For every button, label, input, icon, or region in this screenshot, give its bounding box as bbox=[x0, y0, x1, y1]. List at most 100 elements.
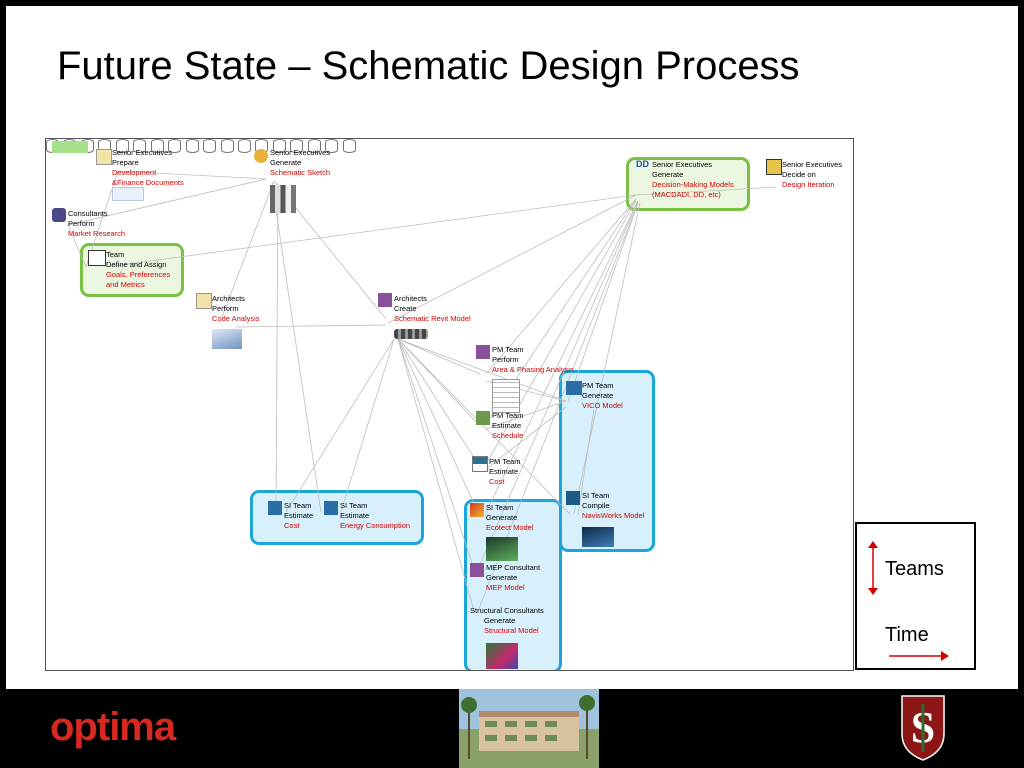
building-photo bbox=[459, 689, 599, 768]
optima-logo: optima bbox=[50, 705, 176, 749]
node-object: Energy Consumption bbox=[340, 521, 411, 530]
node-si-cost: SI Team Estimate Cost bbox=[284, 501, 313, 531]
node-verb: Compile bbox=[582, 501, 610, 510]
node-verb: Estimate bbox=[489, 467, 519, 476]
node-arch-code: Architects Perform Code Analysis bbox=[212, 294, 260, 324]
node-object: Ecotect Model bbox=[486, 523, 534, 532]
node-role: SI Team bbox=[582, 491, 610, 500]
node-structural: Structural Consultants Generate Structur… bbox=[470, 606, 544, 636]
node-role: Senior Executives bbox=[652, 160, 713, 169]
node-object: Goals, Preferences bbox=[106, 270, 171, 279]
node-verb: Generate bbox=[484, 616, 516, 625]
database-icon bbox=[290, 139, 304, 153]
node-role: Consultants bbox=[68, 209, 108, 218]
node-consultants: Consultants Perform Market Research bbox=[68, 209, 125, 239]
node-object: Cost bbox=[284, 521, 300, 530]
node-verb: Perform bbox=[212, 304, 239, 313]
decision-icon bbox=[766, 159, 782, 175]
node-object: NavisWorks Model bbox=[582, 511, 645, 520]
node-role: SI Team bbox=[284, 501, 312, 510]
node-verb: Prepare bbox=[112, 158, 139, 167]
node-pm-vico: PM Team Generate VICO Model bbox=[582, 381, 623, 411]
navisworks-icon bbox=[566, 491, 580, 505]
node-si-compile: SI Team Compile NavisWorks Model bbox=[582, 491, 644, 521]
node-verb: Perform bbox=[68, 219, 95, 228]
database-icon bbox=[220, 139, 234, 153]
process-diagram: Senior Executives Prepare Development &F… bbox=[45, 138, 854, 671]
group-si-estimates bbox=[250, 490, 424, 545]
code-analysis-thumbnail bbox=[212, 329, 242, 349]
node-role: Senior Executives bbox=[270, 148, 331, 157]
link-lines bbox=[67, 170, 777, 612]
node-role: Architects bbox=[212, 294, 245, 303]
database-icon bbox=[168, 139, 182, 153]
node-mep: MEP Consultant Generate MEP Model bbox=[486, 563, 540, 593]
node-si-energy: SI Team Estimate Energy Consumption bbox=[340, 501, 410, 531]
document-icon bbox=[196, 293, 212, 309]
node-role: Senior Executives bbox=[782, 160, 843, 169]
node-object: Market Research bbox=[68, 229, 126, 238]
sketch-icon bbox=[254, 149, 268, 163]
structural-thumbnail bbox=[486, 643, 518, 669]
cost-icon bbox=[472, 456, 488, 472]
node-se-decide: Senior Executives Decide on Design Itera… bbox=[782, 160, 842, 190]
teams-arrow-icon bbox=[868, 541, 878, 595]
schedule-icon bbox=[476, 411, 490, 425]
node-se-decision: Senior Executives Generate Decision-Maki… bbox=[652, 160, 734, 200]
node-object: Development bbox=[112, 168, 157, 177]
time-arrow-icon bbox=[889, 651, 949, 661]
node-verb: Generate bbox=[486, 513, 518, 522]
ecotect-thumbnail bbox=[486, 537, 518, 561]
database-icon bbox=[115, 139, 129, 153]
node-object: Schedule bbox=[492, 431, 524, 440]
node-role: Team bbox=[106, 250, 125, 259]
node-role: SI Team bbox=[486, 503, 514, 512]
database-icon bbox=[307, 139, 321, 153]
revit-icon bbox=[378, 293, 392, 307]
node-role: MEP Consultant bbox=[486, 563, 541, 572]
legend: Teams Time bbox=[855, 522, 976, 670]
database-icon bbox=[325, 139, 339, 153]
floorplan-thumbnail bbox=[492, 379, 520, 413]
node-verb: Create bbox=[394, 304, 417, 313]
node-verb: Generate bbox=[270, 158, 302, 167]
node-role: PM Team bbox=[489, 457, 521, 466]
node-verb: Perform bbox=[492, 355, 519, 364]
dd-badge-icon: DD bbox=[636, 159, 652, 173]
group-pm-vico bbox=[559, 370, 655, 552]
node-verb: Generate bbox=[652, 170, 684, 179]
database-icon bbox=[203, 139, 217, 153]
node-verb: Estimate bbox=[284, 511, 314, 520]
matrix-icon bbox=[88, 250, 106, 266]
document-icon bbox=[96, 149, 112, 165]
database-icon bbox=[342, 139, 356, 153]
node-se-sketch: Senior Executives Generate Schematic Ske… bbox=[270, 148, 330, 178]
node-object: Schematic Sketch bbox=[270, 168, 331, 177]
node-role: Senior Executives bbox=[112, 148, 173, 157]
node-object: Structural Model bbox=[484, 626, 539, 635]
node-pm-schedule: PM Team Estimate Schedule bbox=[492, 411, 524, 441]
building-sketch-thumbnail bbox=[270, 185, 296, 213]
group-decision-models bbox=[626, 157, 750, 211]
node-object: Cost bbox=[489, 477, 505, 486]
node-role: PM Team bbox=[582, 381, 614, 390]
database-icon bbox=[272, 139, 286, 153]
database-icon bbox=[133, 139, 147, 153]
dd-badge-label: DD bbox=[636, 159, 649, 169]
node-object: MEP Model bbox=[486, 583, 525, 592]
node-role: PM Team bbox=[492, 411, 524, 420]
node-verb: Generate bbox=[486, 573, 518, 582]
node-team-goals: Team Define and Assign Goals, Preference… bbox=[106, 250, 170, 290]
node-object: VICO Model bbox=[582, 401, 623, 410]
vico-icon bbox=[566, 381, 582, 395]
legend-time-label: Time bbox=[885, 624, 929, 646]
si-cost-icon bbox=[268, 501, 282, 515]
database-icon bbox=[150, 139, 164, 153]
node-object: Design Iteration bbox=[782, 180, 835, 189]
consultants-icon bbox=[52, 208, 66, 222]
ecotect-icon bbox=[470, 503, 484, 517]
node-role: Architects bbox=[394, 294, 427, 303]
node-pm-area: PM Team Perform Area & Phasing Analysis bbox=[492, 345, 574, 375]
node-arch-revit: Architects Create Schematic Revit Model bbox=[394, 294, 471, 324]
node-si-ecotect: SI Team Generate Ecotect Model bbox=[486, 503, 534, 533]
